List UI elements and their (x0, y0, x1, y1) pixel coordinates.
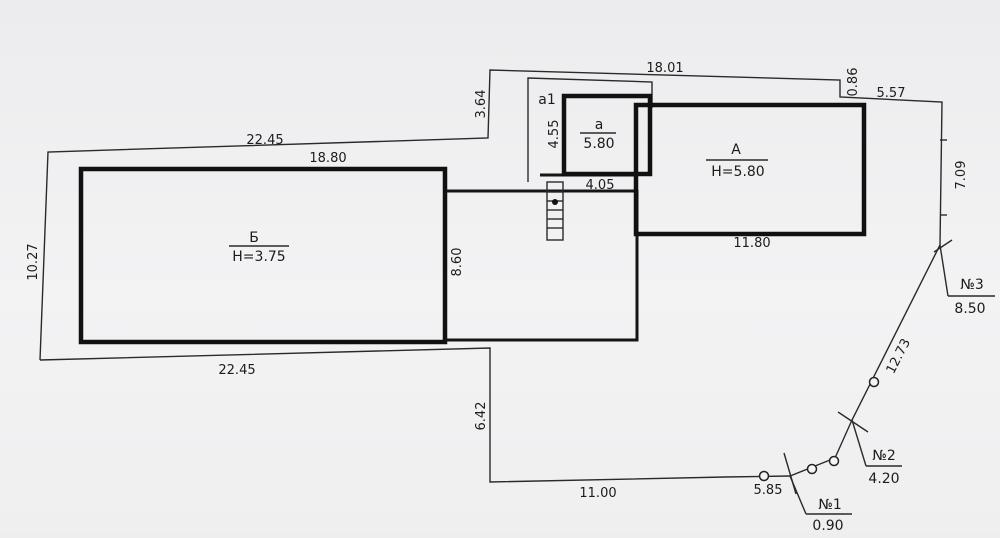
dim-b-depth: 8.60 (450, 248, 465, 277)
dim-top-right-step: 0.86 (846, 68, 861, 97)
marker-2-value: 4.20 (868, 471, 899, 487)
annex-a-letter: a (595, 117, 604, 133)
annex-a-height: 5.80 (583, 136, 614, 152)
dim-big-a-bottom: 11.80 (733, 236, 770, 251)
dim-lower-left: 22.45 (218, 363, 255, 378)
dim-short-segment: 5.85 (754, 483, 783, 498)
marker-1-label: №1 (818, 497, 841, 513)
marker-2: №2 4.20 (837, 411, 902, 487)
marker-3-label: №3 (960, 277, 983, 293)
marker-3: №3 8.50 (933, 239, 995, 317)
building-b-height: H=3.75 (232, 249, 285, 265)
dim-bottom: 11.00 (579, 486, 616, 501)
dim-top-long: 18.01 (646, 61, 683, 76)
marker-3-value: 8.50 (954, 301, 985, 317)
dim-right-side: 7.09 (954, 161, 969, 190)
lot-boundary (39, 69, 943, 483)
dim-lower-vertical: 6.42 (474, 402, 489, 431)
building-a-height: H=5.80 (711, 164, 764, 180)
marker-1: №1 0.90 (783, 452, 852, 534)
connector-outline (445, 189, 639, 342)
building-a-letter: A (731, 142, 741, 158)
dim-b-width: 18.80 (309, 151, 346, 166)
marker-2-label: №2 (872, 448, 895, 464)
dim-left-side: 10.27 (26, 243, 41, 280)
dim-upper-left: 22.45 (246, 133, 283, 148)
marker-1-value: 0.90 (812, 518, 843, 533)
survey-point (828, 455, 840, 467)
building-a-outline (633, 102, 867, 237)
building-b-letter: Б (249, 230, 259, 246)
survey-point (868, 376, 880, 388)
building-b-outline (78, 166, 448, 345)
dim-diagonal: 12.73 (884, 336, 914, 376)
survey-point (758, 470, 770, 482)
stairs-icon (546, 181, 564, 241)
dim-top-right: 5.57 (877, 86, 906, 101)
dim-left-top-step: 3.64 (474, 90, 489, 119)
survey-point (806, 463, 818, 475)
annex-a-outline (561, 93, 653, 177)
annex-a1-letter: a1 (538, 92, 556, 108)
dim-a-small-bottom: 4.05 (586, 178, 615, 193)
dim-a-small-side: 4.55 (547, 120, 562, 149)
